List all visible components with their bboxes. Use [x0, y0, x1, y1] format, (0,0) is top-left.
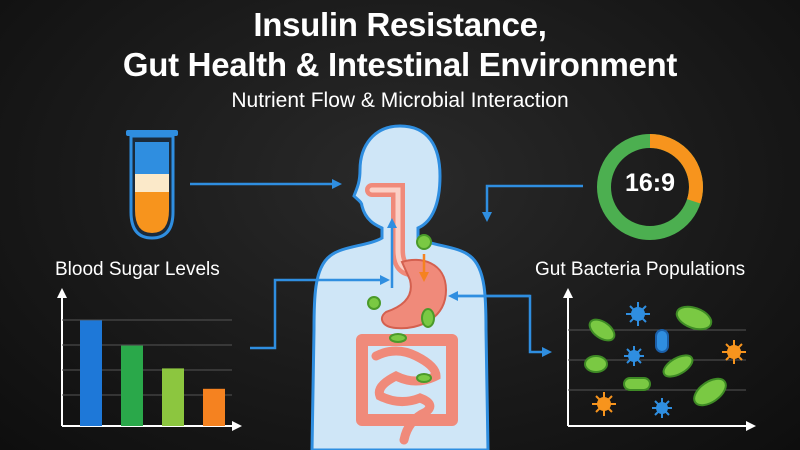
blood-sugar-bar-4 — [203, 388, 225, 426]
blood-sugar-bar-3 — [162, 368, 184, 426]
body-microbes — [367, 234, 435, 383]
timer-label: 16:9 — [624, 169, 676, 197]
bacterium-orange-star — [722, 340, 746, 364]
bacterium-blue-star — [624, 346, 644, 366]
arrow-timer-to-body — [482, 184, 583, 222]
bacterium-blue-star — [652, 398, 672, 418]
bacterium-green — [693, 377, 727, 407]
title-line-1: Insulin Resistance, — [253, 6, 547, 43]
blood-sugar-bar-1 — [80, 320, 102, 426]
gut-bacteria-label: Gut Bacteria Populations — [535, 259, 746, 280]
bacterium-green — [675, 305, 713, 331]
blood-sugar-bar-2 — [121, 345, 143, 426]
timer-donut-icon — [597, 134, 703, 240]
blood-sugar-chart — [57, 288, 242, 431]
bacterium-green — [662, 354, 694, 378]
bacterium-blue-star — [626, 302, 650, 326]
bacterium-green — [588, 318, 616, 342]
subtitle: Nutrient Flow & Microbial Interaction — [231, 89, 569, 112]
title-line-2: Gut Health & Intestinal Environment — [122, 46, 678, 83]
arrow-chart-to-body — [250, 275, 390, 350]
blood-sugar-label: Blood Sugar Levels — [55, 259, 220, 280]
bacterium-orange-star — [592, 392, 616, 416]
bacterium-blue-rod — [655, 329, 669, 353]
bacterium-green-rod — [623, 377, 651, 391]
bacterium-green — [584, 355, 608, 373]
gut-bacteria-chart — [563, 288, 756, 431]
test-tube-icon — [126, 130, 178, 240]
